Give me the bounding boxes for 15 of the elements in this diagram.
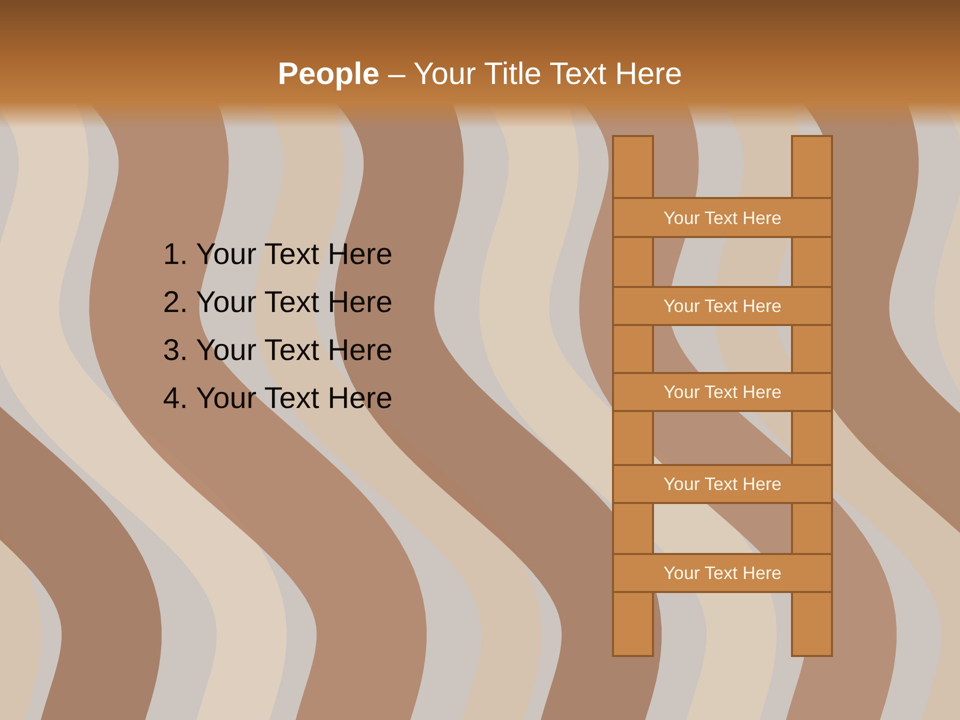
ladder-rung bbox=[612, 553, 833, 593]
list-item: 2. Your Text Here bbox=[163, 285, 393, 321]
rung-label: Your Text Here bbox=[663, 206, 782, 228]
rung-label: Your Text Here bbox=[663, 473, 782, 495]
list-item: 1. Your Text Here bbox=[163, 237, 393, 273]
rung-label: Your Text Here bbox=[663, 295, 782, 317]
list-item: 4. Your Text Here bbox=[163, 381, 393, 417]
rung-label: Your Text Here bbox=[663, 381, 782, 403]
ladder-rung bbox=[612, 464, 833, 504]
rung-label: Your Text Here bbox=[663, 562, 782, 584]
list-item: 3. Your Text Here bbox=[163, 333, 393, 369]
ladder-rung bbox=[612, 197, 833, 238]
ladder-rung bbox=[612, 286, 833, 326]
ladder-rung bbox=[612, 372, 833, 412]
slide-title: People – Your Title Text Here bbox=[278, 55, 682, 93]
